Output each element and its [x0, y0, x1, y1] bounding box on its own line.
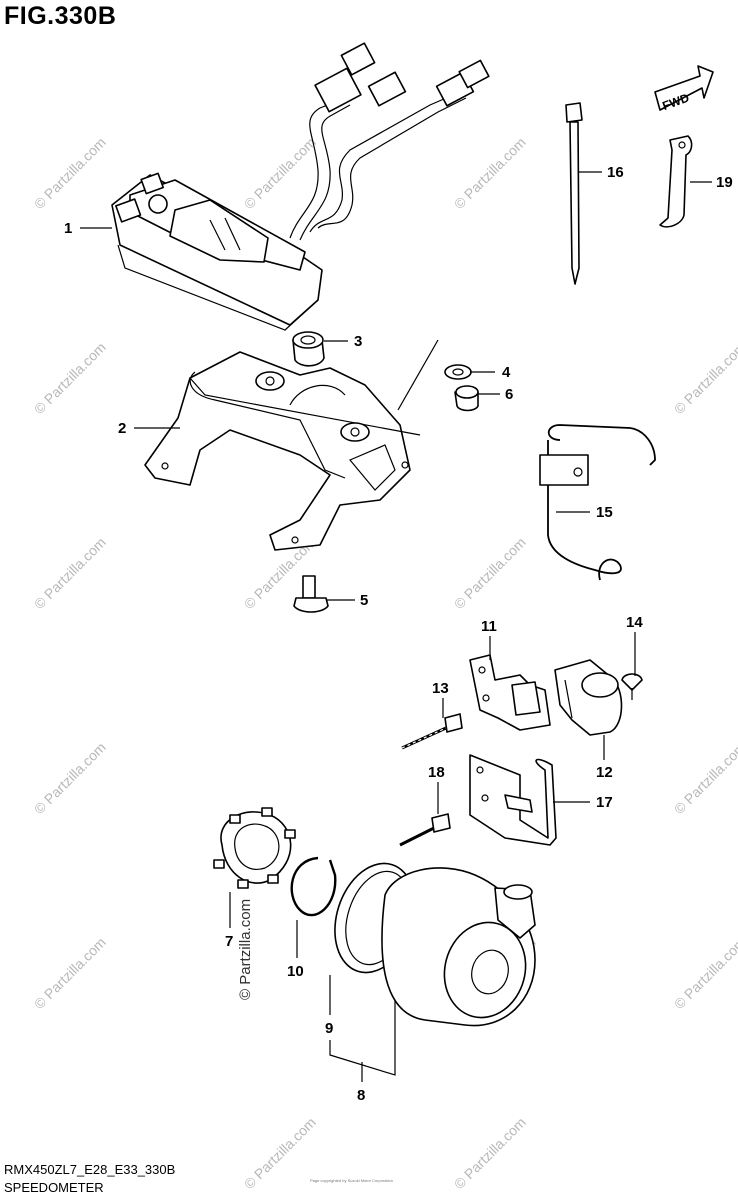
retainer-ring	[213, 807, 296, 889]
watermark: © Partzilla.com	[241, 1114, 319, 1192]
figure-title: FIG.330B	[4, 2, 117, 30]
callout-8: 8	[357, 1087, 365, 1104]
rivet-18	[399, 813, 451, 847]
callout-6: 6	[505, 386, 513, 403]
callout-5: 5	[360, 592, 368, 609]
watermark: © Partzilla.com	[237, 899, 254, 1000]
callout-15: 15	[596, 504, 613, 521]
callout-17: 17	[596, 794, 613, 811]
callout-19: 19	[716, 174, 733, 191]
wire-bracket	[539, 424, 656, 581]
callout-13: 13	[432, 680, 449, 697]
cable-holder	[554, 659, 623, 736]
watermark: © Partzilla.com	[241, 134, 319, 212]
callout-2: 2	[118, 420, 126, 437]
leader-lines	[80, 171, 712, 1082]
watermark: © Partzilla.com	[671, 339, 738, 417]
watermark: © Partzilla.com	[671, 739, 738, 817]
callout-3: 3	[354, 333, 362, 350]
callout-14: 14	[626, 614, 643, 631]
mounting-plate	[469, 654, 551, 731]
wire-clamp	[659, 135, 693, 228]
washer	[444, 364, 472, 380]
cable-tie	[565, 102, 583, 285]
watermark: © Partzilla.com	[31, 534, 109, 612]
small-print: Page copyrighted by Suzuki Motor Corpora…	[310, 1178, 393, 1183]
callout-11: 11	[481, 618, 497, 635]
watermark: © Partzilla.com	[451, 1114, 529, 1192]
callout-16: 16	[607, 164, 624, 181]
watermark: © Partzilla.com	[31, 134, 109, 212]
watermark: © Partzilla.com	[451, 134, 529, 212]
screw-14	[621, 673, 643, 700]
speedometer-unit	[111, 42, 490, 331]
callout-18: 18	[428, 764, 445, 781]
callout-4: 4	[502, 364, 511, 381]
watermark: © Partzilla.com	[31, 339, 109, 417]
watermark-layer: © Partzilla.com © Partzilla.com © Partzi…	[31, 134, 738, 1192]
callout-10: 10	[287, 963, 304, 980]
callout-12: 12	[596, 764, 613, 781]
speed-sensor-housing	[381, 867, 536, 1027]
bolt	[293, 575, 329, 613]
diagram-caption: SPEEDOMETER	[4, 1180, 104, 1195]
fwd-arrow: FWD	[654, 65, 714, 113]
watermark: © Partzilla.com	[31, 934, 109, 1012]
speed-sensor-bracket	[469, 754, 557, 846]
watermark: © Partzilla.com	[31, 739, 109, 817]
watermark: © Partzilla.com	[451, 534, 529, 612]
watermark: © Partzilla.com	[671, 934, 738, 1012]
meter-bracket	[144, 351, 421, 551]
grommet	[292, 331, 325, 367]
callout-9: 9	[325, 1020, 333, 1037]
rivet-13	[401, 713, 463, 750]
nut	[454, 385, 479, 412]
diagram-code: RMX450ZL7_E28_E33_330B	[4, 1162, 176, 1177]
callout-7: 7	[225, 933, 233, 950]
callout-1: 1	[64, 220, 72, 237]
snap-ring	[290, 856, 337, 917]
callout-labels: 1 2 3 4 5 6 7 8 9 10 11 12 13 14 15 16 1…	[64, 164, 733, 1104]
